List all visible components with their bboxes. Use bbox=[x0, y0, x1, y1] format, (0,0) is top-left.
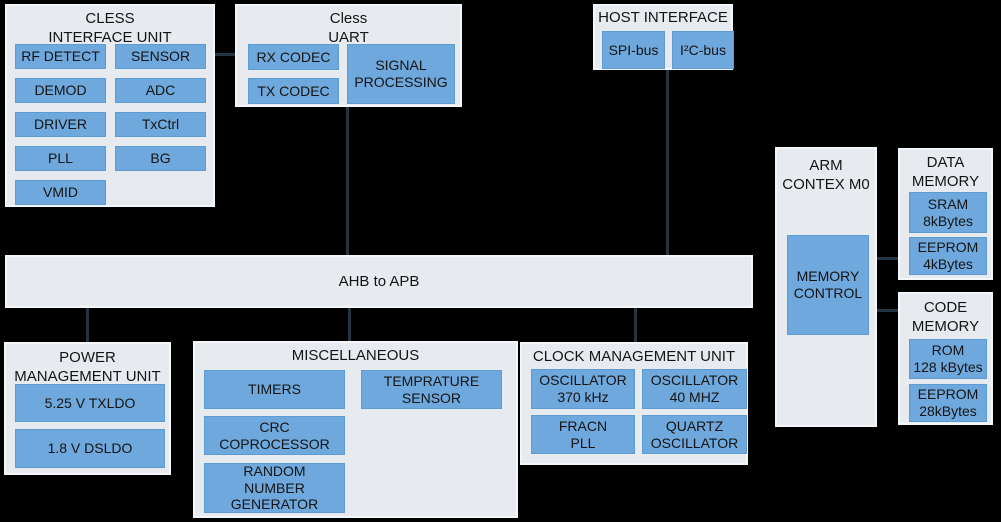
block-demod: DEMOD bbox=[15, 78, 106, 103]
connector-host-to-bridge bbox=[666, 70, 669, 255]
power-management-box: POWER MANAGEMENT UNIT 5.25 V TXLDO 1.8 V… bbox=[4, 342, 171, 475]
miscellaneous-box: MISCELLANEOUS TIMERS TEMPRATURE SENSOR C… bbox=[193, 341, 518, 518]
block-rom: ROM 128 kBytes bbox=[909, 339, 987, 379]
miscellaneous-title: MISCELLANEOUS bbox=[291, 347, 420, 364]
host-interface-title: HOST INTERFACE bbox=[598, 9, 728, 26]
block-signal-processing: SIGNAL PROCESSING bbox=[347, 44, 455, 104]
block-txldo: 5.25 V TXLDO bbox=[15, 384, 165, 422]
ahb-to-apb-bridge: AHB to APB bbox=[5, 255, 753, 308]
arm-core-title: ARM CONTEX M0 bbox=[782, 157, 870, 193]
block-dsldo: 1.8 V DSLDO bbox=[15, 429, 165, 468]
block-eeprom-code: EEPROM 28kBytes bbox=[909, 384, 987, 422]
block-txctrl: TxCtrl bbox=[115, 112, 206, 137]
power-management-title: POWER MANAGEMENT UNIT bbox=[14, 349, 161, 385]
connector-uart-to-bridge bbox=[346, 107, 349, 255]
block-eeprom-data: EEPROM 4kBytes bbox=[909, 237, 987, 275]
block-memory-control: MEMORY CONTROL bbox=[787, 235, 869, 335]
block-i2c-bus: I²C-bus bbox=[672, 31, 734, 69]
clock-management-title: CLOCK MANAGEMENT UNIT bbox=[532, 348, 736, 365]
block-adc: ADC bbox=[115, 78, 206, 103]
block-spi-bus: SPI-bus bbox=[602, 31, 665, 69]
data-memory-box: DATA MEMORY SRAM 8kBytes EEPROM 4kBytes bbox=[898, 148, 993, 280]
block-pll: PLL bbox=[15, 146, 106, 171]
block-vmid: VMID bbox=[15, 180, 106, 205]
block-oscillator-40mhz: OSCILLATOR 40 MHZ bbox=[642, 369, 747, 409]
arm-core-box: ARM CONTEX M0 MEMORY CONTROL bbox=[775, 147, 877, 427]
block-crc-coprocessor: CRC COPROCESSOR bbox=[204, 416, 345, 455]
block-temperature-sensor: TEMPRATURE SENSOR bbox=[361, 370, 502, 409]
connector-cless-to-uart bbox=[215, 53, 235, 56]
cless-uart-box: Cless UART RX CODEC TX CODEC SIGNAL PROC… bbox=[235, 4, 462, 107]
block-sram: SRAM 8kBytes bbox=[909, 192, 987, 233]
host-interface-box: HOST INTERFACE SPI-bus I²C-bus bbox=[593, 4, 734, 70]
block-rx-codec: RX CODEC bbox=[248, 44, 339, 70]
block-tx-codec: TX CODEC bbox=[248, 78, 339, 104]
code-memory-title: CODE MEMORY bbox=[911, 299, 980, 335]
block-quartz-oscillator: QUARTZ OSCILLATOR bbox=[642, 415, 747, 454]
code-memory-box: CODE MEMORY ROM 128 kBytes EEPROM 28kByt… bbox=[898, 292, 993, 425]
connector-bridge-to-clock bbox=[634, 308, 637, 342]
connector-bridge-to-power bbox=[86, 308, 89, 342]
data-memory-title: DATA MEMORY bbox=[911, 154, 980, 190]
cless-uart-title: Cless UART bbox=[328, 10, 369, 46]
block-driver: DRIVER bbox=[15, 112, 106, 137]
block-timers: TIMERS bbox=[204, 370, 345, 409]
connector-bridge-to-misc bbox=[348, 308, 351, 341]
cless-interface-unit-title: CLESS INTERFACE UNIT bbox=[48, 10, 172, 46]
block-bg: BG bbox=[115, 146, 206, 171]
connector-memctrl-to-data-memory bbox=[877, 257, 898, 260]
block-oscillator-370khz: OSCILLATOR 370 kHz bbox=[531, 369, 635, 409]
block-rf-detect: RF DETECT bbox=[15, 44, 106, 69]
connector-memctrl-to-code-memory bbox=[877, 309, 898, 312]
block-fracn-pll: FRACN PLL bbox=[531, 415, 635, 454]
block-sensor: SENSOR bbox=[115, 44, 206, 69]
cless-interface-unit-box: CLESS INTERFACE UNIT RF DETECT SENSOR DE… bbox=[5, 4, 215, 207]
block-random-number-generator: RANDOM NUMBER GENERATOR bbox=[204, 463, 345, 513]
clock-management-box: CLOCK MANAGEMENT UNIT OSCILLATOR 370 kHz… bbox=[520, 342, 748, 465]
